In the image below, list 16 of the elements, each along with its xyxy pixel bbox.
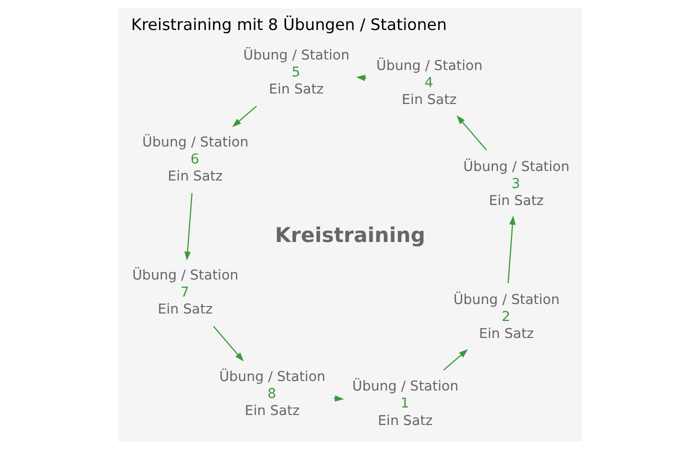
- node-text: Übung / Station 6 Ein Satz: [142, 134, 248, 185]
- label: Kreistraining: [274, 223, 426, 248]
- node-text: Übung / Station 8 Ein Satz: [219, 368, 326, 419]
- arrow: [232, 106, 257, 128]
- arrow: [456, 115, 487, 150]
- arrow: [184, 193, 193, 261]
- node-text: Übung / Station 3 Ein Satz: [463, 158, 570, 209]
- arrow: [213, 326, 244, 362]
- node-text: Übung / Station 5 Ein Satz: [243, 48, 350, 98]
- diagram-title: Kreistraining mit 8 Übungen / Stationen: [131, 15, 447, 34]
- node-text: Übung / Station 4 Ein Satz: [376, 58, 482, 108]
- arrow: [443, 349, 468, 370]
- node-text: Übung / Station 2 Ein Satz: [453, 292, 560, 342]
- node-text: Übung / Station 7 Ein Satz: [132, 268, 238, 318]
- node-text: Übung / Station 1 Ein Satz: [352, 378, 458, 429]
- arrow: [508, 216, 516, 284]
